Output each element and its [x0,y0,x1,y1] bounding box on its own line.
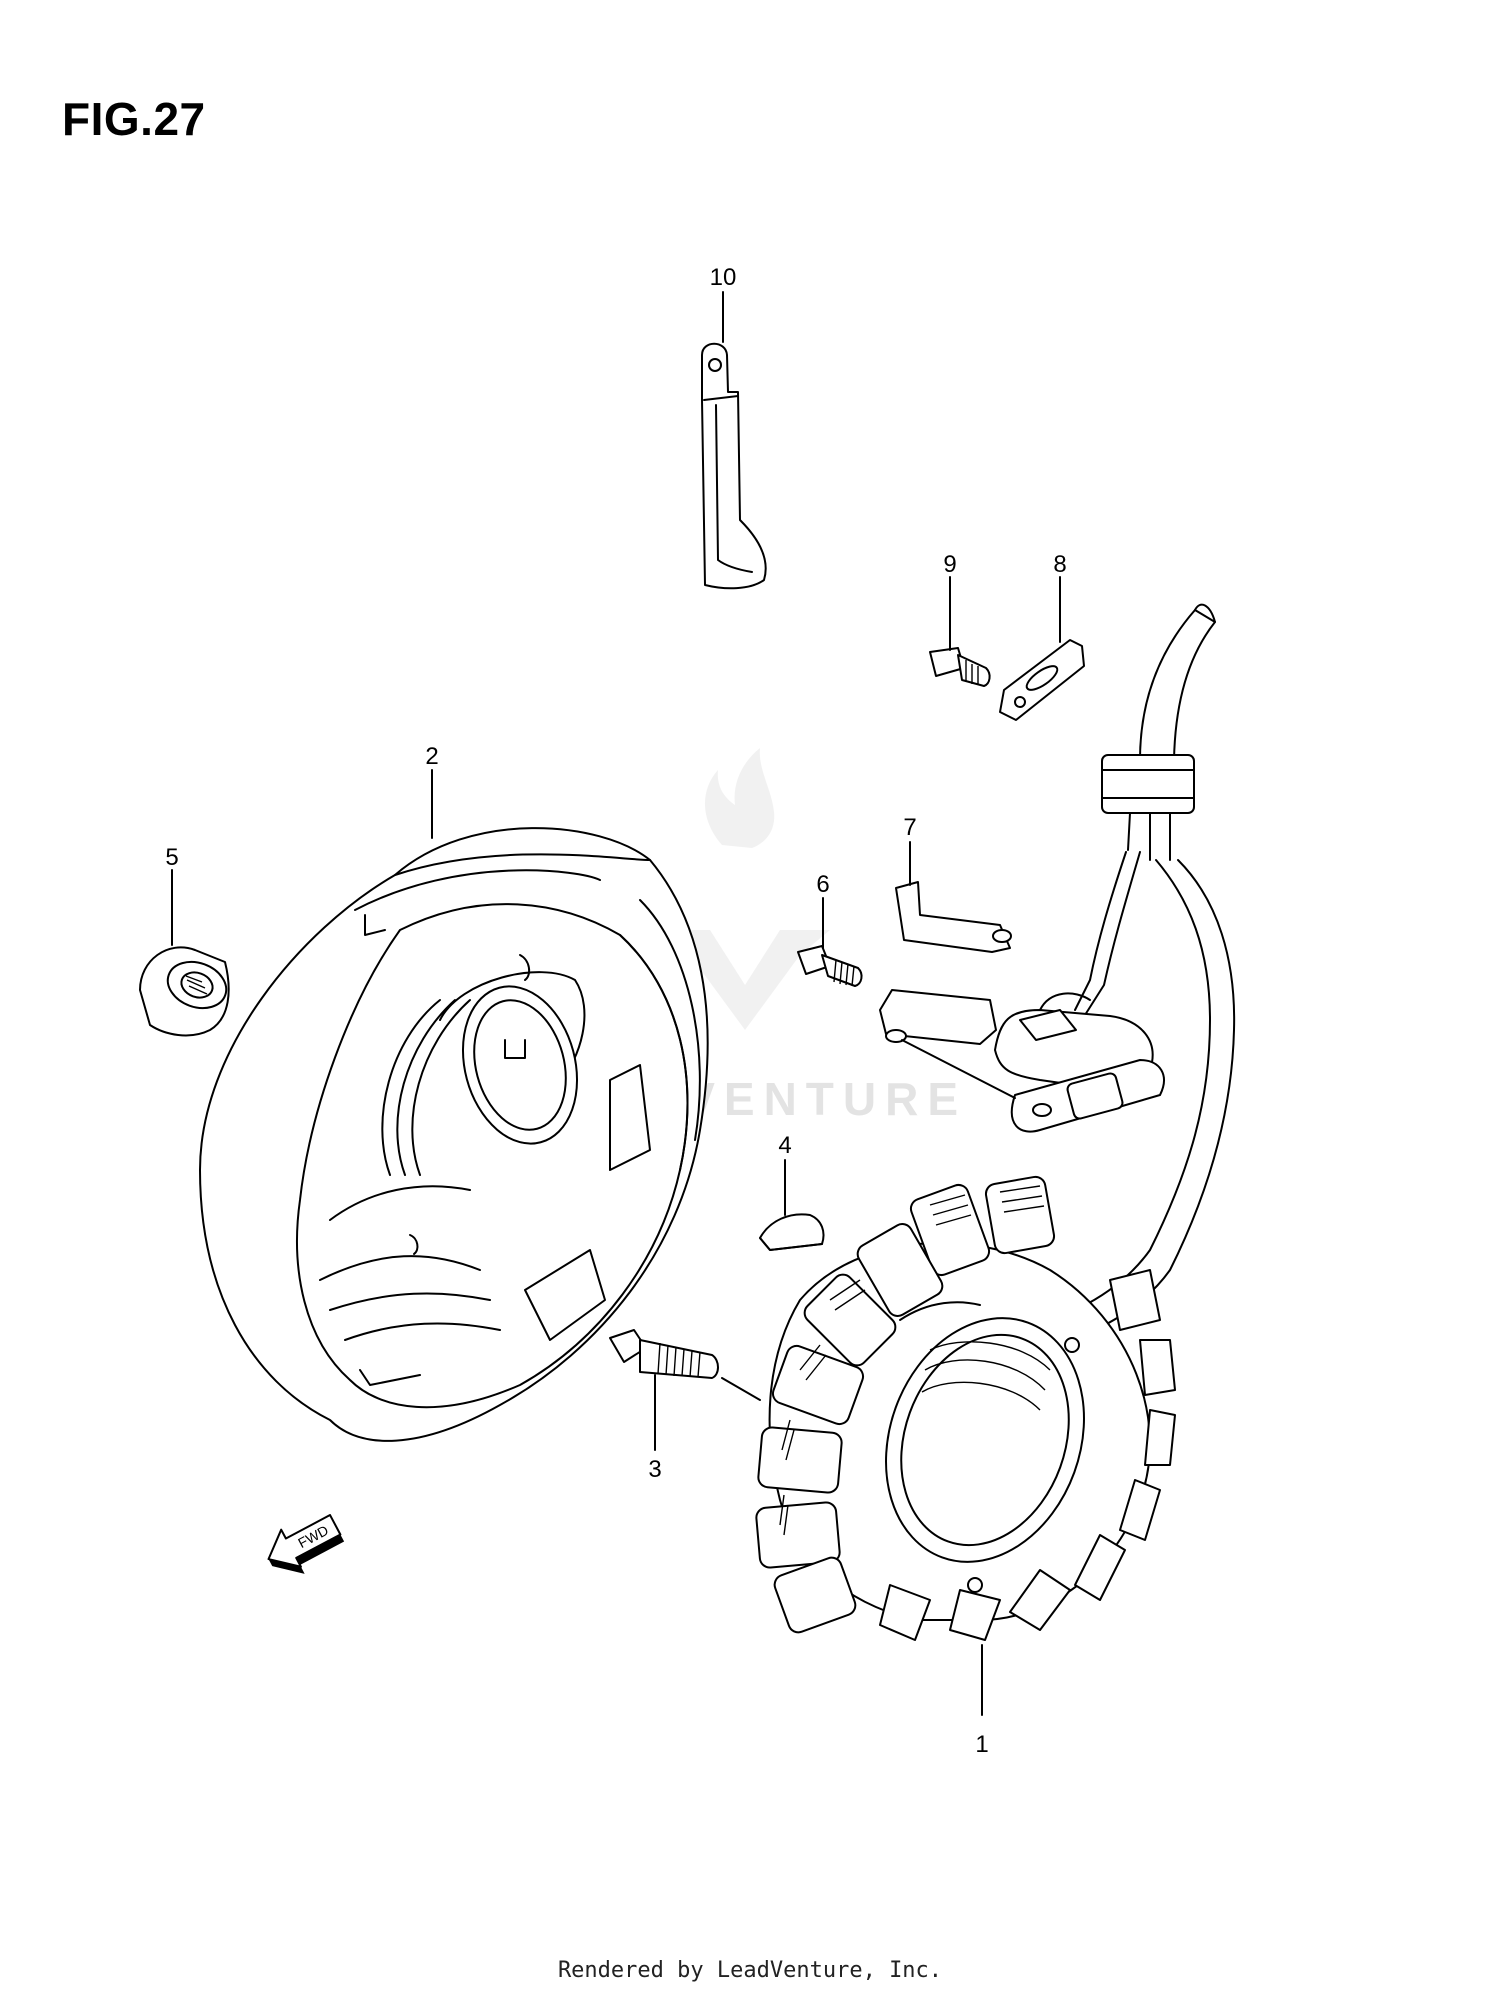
footer-credit: Rendered by LeadVenture, Inc. [557,1958,943,1983]
wire-harness[interactable] [959,603,1236,1373]
part-8-clamp-plate[interactable] [999,639,1085,721]
part-10-clamp[interactable] [701,342,767,590]
leader-lines [171,291,1061,1716]
part-2-rotor[interactable] [199,827,709,1442]
callout-4: 4 [778,1132,791,1159]
part-9-bolt[interactable] [929,647,991,687]
callout-5: 5 [165,844,178,871]
part-1-stator[interactable] [755,1175,1176,1641]
part-3-bolt[interactable] [609,1329,761,1401]
part-5-nut[interactable] [139,946,233,1037]
callout-labels: 1 2 3 4 5 6 7 8 9 10 [165,264,1066,1758]
part-7-pickup-coil[interactable] [879,881,1165,1133]
callout-7: 7 [903,814,916,841]
figure-title: FIG.27 [62,93,206,145]
callout-1: 1 [975,1731,988,1758]
callout-3: 3 [648,1456,661,1483]
stator-coils [755,1175,1176,1641]
part-4-key[interactable] [759,1213,825,1251]
fwd-arrow: FWD [267,1514,345,1574]
watermark-flame-logo [660,748,830,1030]
callout-6: 6 [816,871,829,898]
callout-9: 9 [943,551,956,578]
part-6-screw[interactable] [797,945,863,987]
connector-coupler [1101,754,1195,814]
callout-2: 2 [425,743,438,770]
callout-8: 8 [1053,551,1066,578]
callout-10: 10 [710,264,737,291]
